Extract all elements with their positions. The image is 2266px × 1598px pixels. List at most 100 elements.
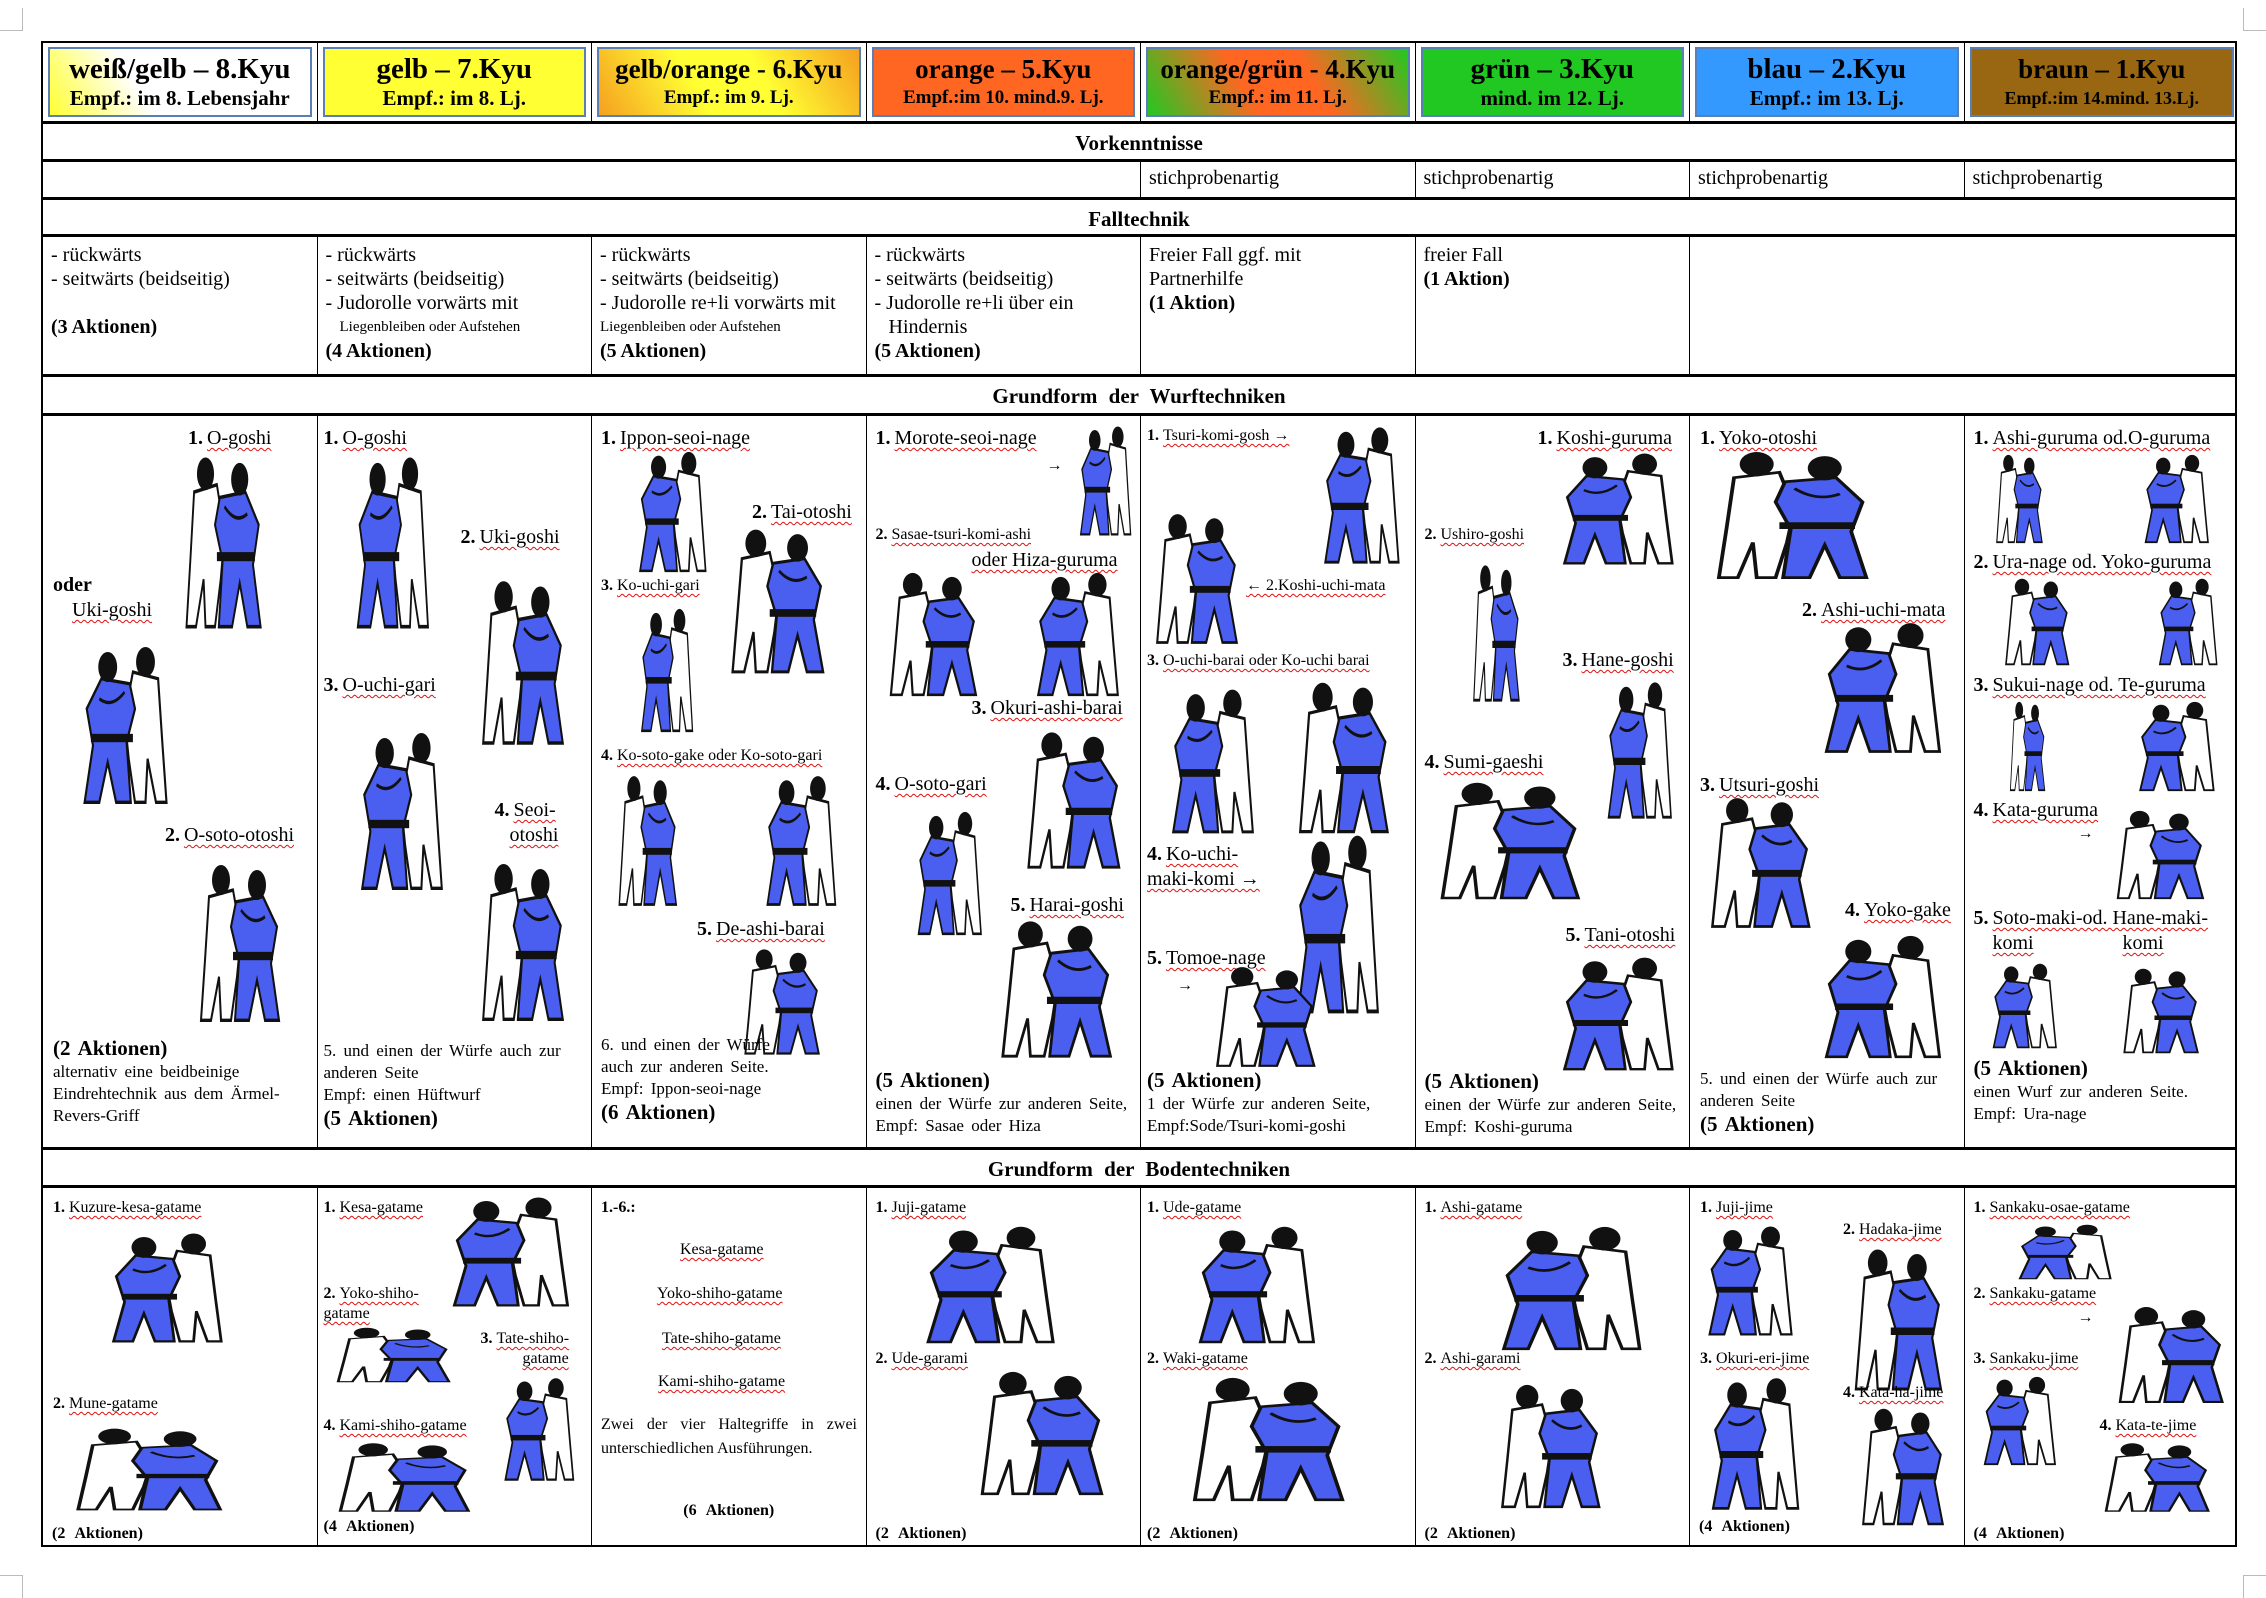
technique-number: 4.: [1147, 843, 1162, 865]
technique-name: komi: [2122, 932, 2164, 954]
notes-line: 5. und einen der Würfe auch zur anderen …: [1700, 1069, 1938, 1110]
technique-label: 4.Kata-te-jime: [2100, 1416, 2197, 1436]
judo-illustration: [2107, 808, 2216, 902]
technique-number: 3.: [971, 697, 987, 719]
aktionen-notes: (5 Aktionen)1 der Würfe zur anderen Seit…: [1147, 1068, 1407, 1137]
technique-number: 2.: [1973, 551, 1989, 573]
judo-illustration: [1183, 1223, 1328, 1347]
grade-recommendation: mind. im 12. Lj.: [1480, 86, 1624, 110]
technique-name: Sankaku-gatame: [1989, 1285, 2097, 1302]
judo-illustration: [1468, 561, 1526, 706]
technique-number: 4.: [494, 799, 510, 821]
grade-recommendation: Empf.:im 10. mind.9. Lj.: [902, 87, 1104, 108]
page-corner-mark: [2243, 1575, 2266, 1598]
judo-illustration: [612, 772, 685, 910]
grade-recommendation: Empf.: im 9. Lj.: [663, 87, 794, 108]
technique-label: 3.Sankaku-jime: [1974, 1349, 2079, 1369]
falltechnik-line: - rückwärts: [874, 244, 966, 266]
technique-number: 1.: [1537, 427, 1553, 449]
technique-name: otoshi: [509, 824, 559, 846]
aktionen-notes: 5. und einen der Würfe auch zur anderen …: [1700, 1068, 1950, 1137]
falltechnik-line: - seitwärts (beidseitig): [874, 268, 1054, 290]
falltechnik-line: Freier Fall ggf. mit: [1149, 244, 1302, 266]
technique-label: 5.De-ashi-barai: [697, 917, 825, 941]
technique-number: 1.: [188, 427, 203, 449]
section-title: Grundform der Wurftechniken: [992, 384, 1286, 408]
technique-name: Kata-guruma: [1992, 799, 2099, 821]
wurftechnik-cell: 1.Ippon-seoi-nage 2.Tai-otoshi 3.Ko-uchi…: [592, 416, 867, 1147]
grade-recommendation: Empf.: im 11. Lj.: [1208, 87, 1347, 108]
technique-number: 2.: [53, 1395, 65, 1412]
technique-label: Tate-shiho-gatame: [662, 1329, 781, 1349]
technique-number: 1.: [1700, 427, 1715, 449]
technique-name: Kata-ha-jime: [1859, 1384, 1944, 1401]
technique-label: 1.-6.:: [601, 1198, 640, 1218]
aktionen-count: (4 Aktionen): [1973, 1525, 2065, 1542]
aktionen-notes: 5. und einen der Würfe auch zur anderen …: [324, 1040, 582, 1131]
technique-label: komi: [1993, 931, 2034, 955]
section-title: Falltechnik: [1088, 207, 1190, 231]
technique-label: maki-komi →: [1147, 867, 1260, 891]
technique-label: 5.Tomoe-nage: [1147, 946, 1266, 970]
technique-name: gatame: [323, 1305, 370, 1322]
technique-number: 3.: [1700, 774, 1715, 796]
section-wurftechniken: Grundform der Wurftechniken: [43, 377, 2235, 416]
technique-label: 3.Sukui-nage od. Te-guruma: [1974, 673, 2206, 697]
falltechnik-text: - rückwärts- seitwärts (beidseitig) (3 A…: [43, 237, 317, 345]
technique-number: 1.: [1700, 1199, 1712, 1216]
technique-name: Yoko-shiho-gatame: [657, 1285, 783, 1302]
bodentechnik-cell: 1.Juji-jime 2.Hadaka-jime 3.Okuri-eri-ji…: [1690, 1188, 1965, 1545]
vorkenntnisse-cell: stichprobenartig: [1141, 162, 1416, 197]
technique-name: Ashi-guruma od.O-guruma: [1992, 427, 2211, 449]
technique-label: Uki-goshi: [72, 598, 152, 622]
technique-name: Ko-soto-gake oder Ko-soto-gari: [617, 747, 823, 764]
notes-line: (5 Aktionen): [1700, 1112, 1815, 1136]
technique-number: 3.: [323, 674, 339, 696]
technique-number: 3.: [1973, 674, 1989, 696]
aktionen-count: (4 Aktionen): [1699, 1518, 1790, 1535]
technique-number: 2.: [460, 526, 476, 548]
falltechnik-row: - rückwärts- seitwärts (beidseitig) (3 A…: [43, 237, 2235, 377]
judo-illustration: [1991, 452, 2049, 546]
vorkenntnisse-text: stichprobenartig: [1149, 167, 1279, 189]
technique-label: 3.Okuri-eri-jime: [1700, 1349, 1809, 1369]
technique-label: 1.Tsuri-komi-gosh →: [1147, 426, 1289, 446]
page-corner-mark: [0, 8, 23, 31]
falltechnik-cell: freier Fall(1 Aktion): [1416, 237, 1690, 374]
judo-illustration: [1205, 964, 1329, 1070]
falltechnik-cell: - rückwärts- seitwärts (beidseitig)- Jud…: [592, 237, 867, 374]
technique-label: 4.Ko-soto-gake oder Ko-soto-gari: [601, 746, 822, 766]
technique-name: Sankaku-jime: [1989, 1350, 2079, 1367]
judo-illustration: [1984, 961, 2064, 1051]
grade-title: grün – 3.Kyu: [1470, 53, 1635, 85]
technique-name: Okuri-ashi-barai: [990, 697, 1123, 719]
judo-illustration: [191, 860, 291, 1027]
falltechnik-line: - Judorolle re+li über ein: [874, 292, 1074, 314]
technique-label: 4.O-soto-gari: [876, 772, 987, 796]
technique-name: maki-komi →: [1147, 868, 1260, 890]
judo-illustration: [324, 1441, 488, 1514]
falltechnik-empty-cell: [1690, 237, 2239, 374]
vorkenntnisse-text: stichprobenartig: [1972, 167, 2103, 189]
technique-name: Tai-otoshi: [771, 501, 852, 523]
technique-name: Hadaka-jime: [1859, 1221, 1942, 1238]
wurftechnik-cell: 1.Ashi-guruma od.O-guruma 2.Ura-nage od.…: [1965, 416, 2240, 1147]
technique-number: 4.: [875, 773, 891, 795]
judo-illustration: [2107, 1304, 2238, 1406]
grade-recommendation: Empf.:im 14.mind. 13.Lj.: [2004, 88, 2199, 108]
judo-illustration: [989, 917, 1127, 1062]
technique-number: 1.: [323, 1199, 336, 1216]
notes-line: 5. und einen der Würfe auch zur anderen …: [323, 1041, 561, 1082]
notes-line: (5 Aktionen): [323, 1106, 438, 1130]
falltechnik-line: - seitwärts (beidseitig): [325, 268, 505, 290]
technique-number: 3.: [480, 1330, 493, 1347]
technique-name: Yoko-gake: [1864, 899, 1951, 921]
technique-name: Tate-shiho-: [496, 1330, 570, 1347]
